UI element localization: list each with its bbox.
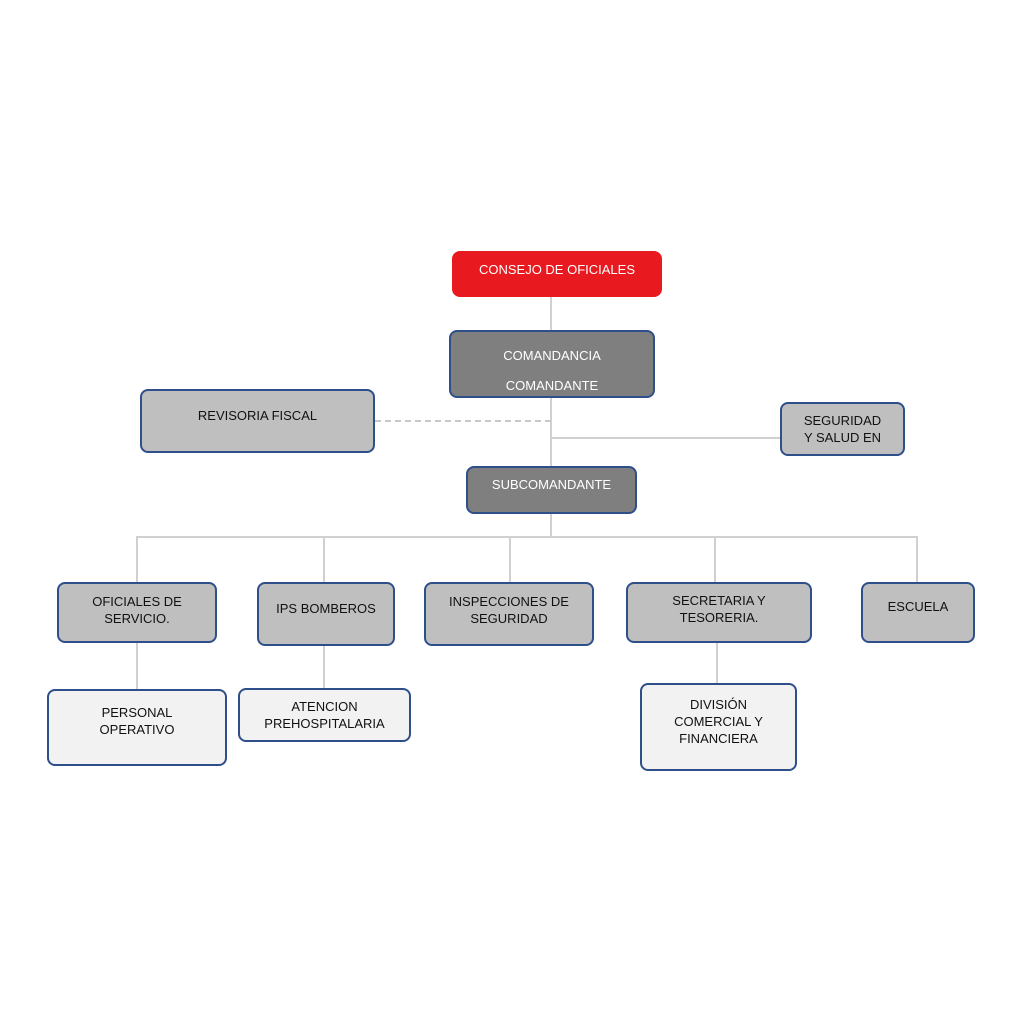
- node-oficiales-de-servicio: OFICIALES DE SERVICIO.: [57, 582, 217, 643]
- connector-drop-ips: [323, 537, 325, 582]
- node-label: OFICIALES DE: [92, 594, 182, 609]
- node-label: SECRETARIA Y: [672, 593, 766, 608]
- node-secretaria-tesoreria: SECRETARIA Y TESORERIA.: [626, 582, 812, 643]
- node-atencion-prehospitalaria: ATENCION PREHOSPITALARIA: [238, 688, 411, 742]
- node-label: FINANCIERA: [679, 731, 758, 746]
- node-ips-bomberos: IPS BOMBEROS: [257, 582, 395, 646]
- node-comandancia: COMANDANCIA COMANDANTE: [449, 330, 655, 398]
- node-personal-operativo: PERSONAL OPERATIVO: [47, 689, 227, 766]
- node-label: PERSONAL: [101, 705, 173, 720]
- connector-revisoria-dashed: [375, 420, 551, 422]
- node-subcomandante: SUBCOMANDANTE: [466, 466, 637, 514]
- connector-horizontal-bar: [136, 536, 918, 538]
- node-label: DIVISIÓN: [689, 697, 748, 712]
- node-label: IPS BOMBEROS: [276, 601, 376, 616]
- node-division-comercial-financiera: DIVISIÓN COMERCIAL Y FINANCIERA: [640, 683, 797, 771]
- node-label: CONSEJO DE OFICIALES: [478, 262, 636, 277]
- connector-drop-oficiales: [136, 537, 138, 582]
- node-consejo-de-oficiales: CONSEJO DE OFICIALES: [452, 251, 662, 297]
- connector-drop-escuela: [916, 537, 918, 582]
- node-seguridad-salud: SEGURIDAD Y SALUD EN: [780, 402, 905, 456]
- connector-personal: [136, 642, 138, 689]
- node-label: Y SALUD EN: [803, 430, 882, 445]
- node-escuela: ESCUELA: [861, 582, 975, 643]
- node-label: OPERATIVO: [99, 722, 175, 737]
- node-label: SEGURIDAD: [470, 611, 548, 626]
- connector-atencion: [323, 645, 325, 688]
- connector-division: [716, 642, 718, 683]
- node-label: SEGURIDAD: [803, 413, 882, 428]
- node-label: ESCUELA: [887, 599, 949, 614]
- node-label: SUBCOMANDANTE: [491, 477, 612, 492]
- node-inspecciones-de-seguridad: INSPECCIONES DE SEGURIDAD: [424, 582, 594, 646]
- node-label: TESORERIA.: [679, 610, 759, 625]
- node-label: PREHOSPITALARIA: [264, 716, 385, 731]
- node-label: REVISORIA FISCAL: [197, 408, 318, 423]
- node-label: INSPECCIONES DE: [449, 594, 569, 609]
- node-label: SERVICIO.: [104, 611, 170, 626]
- node-revisoria-fiscal: REVISORIA FISCAL: [140, 389, 375, 453]
- connector-seguridad: [551, 437, 780, 439]
- connector-drop-inspecciones: [509, 537, 511, 582]
- connector-drop-secretaria: [714, 537, 716, 582]
- node-label: COMANDANCIA: [503, 348, 601, 363]
- node-label: COMERCIAL Y: [674, 714, 763, 729]
- connector-main-vertical: [550, 297, 552, 538]
- node-label: ATENCION: [291, 699, 358, 714]
- node-label: COMANDANTE: [505, 378, 599, 393]
